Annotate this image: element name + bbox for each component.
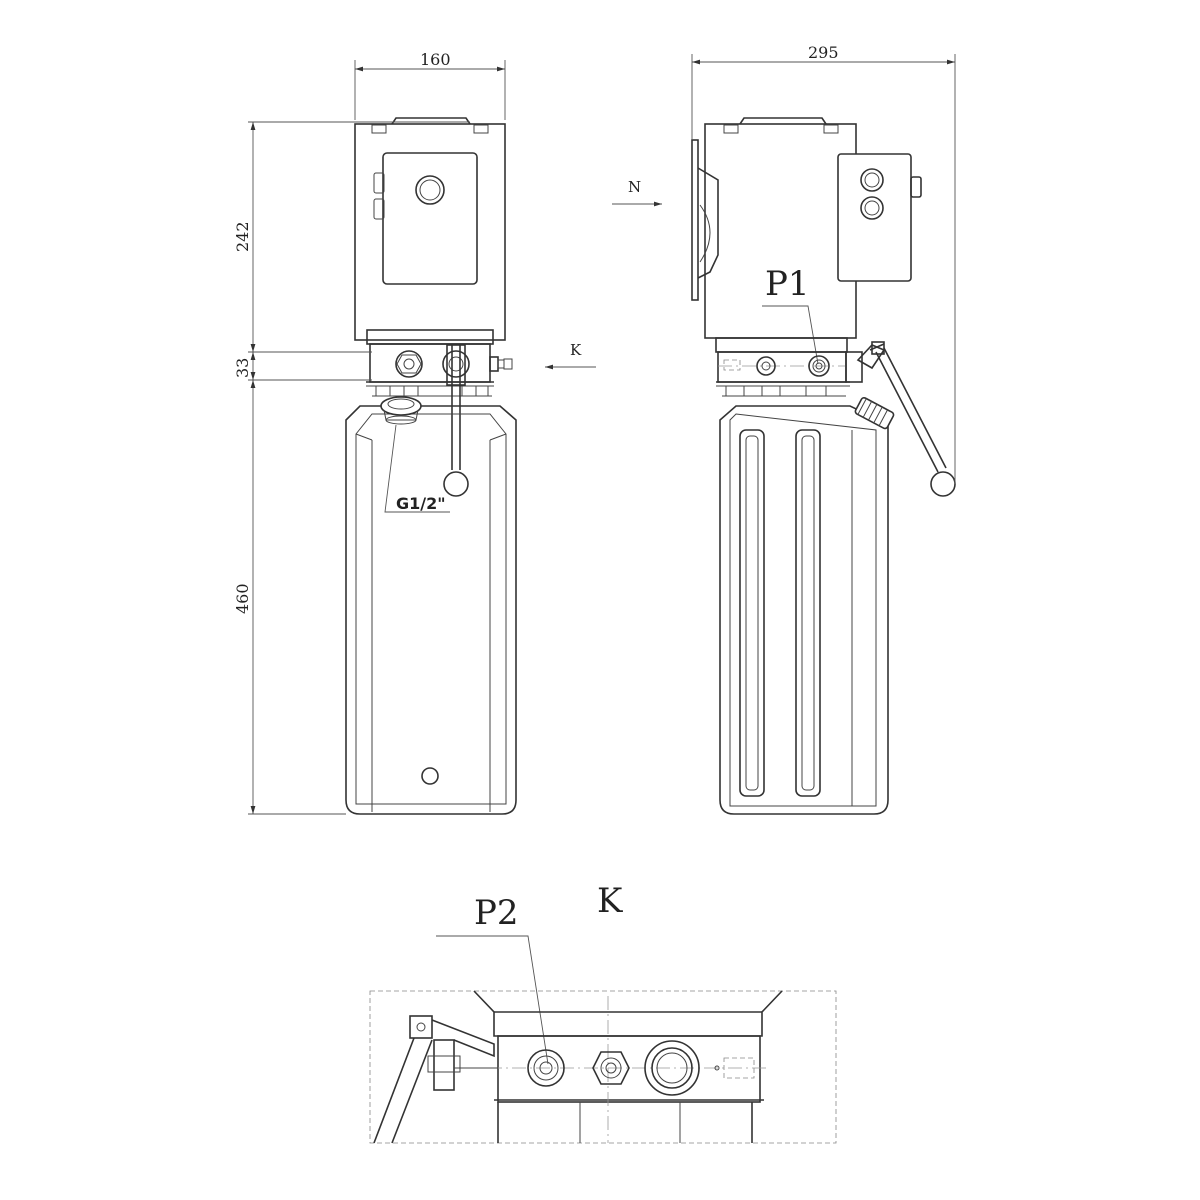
- front-switch-upper: [373, 172, 385, 194]
- side-manifold-block: [716, 351, 850, 397]
- front-side-fitting: [489, 356, 513, 372]
- front-control-button: [415, 175, 445, 205]
- view-k-manifold: [497, 1035, 761, 1103]
- port-p1-leader: [762, 305, 819, 365]
- dimension-width-front: 160: [354, 50, 506, 120]
- side-port-p1: [808, 355, 830, 377]
- front-motor-top-cap: [391, 117, 471, 125]
- port-p2-leader: [436, 935, 549, 1065]
- view-k-arrow-label: K: [570, 341, 582, 359]
- view-k-fitting: [592, 1051, 630, 1085]
- dimension-width-side-label: 295: [808, 43, 839, 62]
- front-motor-housing: [354, 123, 506, 341]
- dimension-heights: 242 33 460: [233, 121, 470, 815]
- front-switch-lower: [373, 198, 385, 220]
- front-port-fitting-right: [442, 350, 470, 378]
- side-hand-lever: [845, 341, 956, 497]
- front-manifold-teeth: [372, 386, 492, 397]
- thread-callout-label: G1/2": [396, 494, 446, 513]
- front-oil-tank: [345, 405, 517, 815]
- front-hand-lever: [443, 344, 469, 497]
- dimension-width-front-label: 160: [420, 50, 451, 69]
- view-k-lever: [373, 1015, 498, 1144]
- view-k-title: K: [597, 881, 623, 921]
- view-k-plug: [714, 1057, 755, 1079]
- dimension-height-motor-label: 242: [233, 221, 252, 252]
- thread-callout-leader: [384, 424, 450, 513]
- view-k-frame: [369, 990, 837, 1144]
- side-control-box: [837, 153, 922, 282]
- view-n-arrow-label: N: [628, 178, 641, 196]
- port-p2-label: P2: [474, 893, 519, 933]
- view-k-port-p2: [527, 1049, 565, 1087]
- front-manifold-block: [369, 343, 491, 383]
- front-motor-neck: [366, 329, 494, 345]
- side-view: N P1: [612, 43, 956, 815]
- view-k-detail: K P2: [369, 881, 837, 1144]
- front-filler-cap: [380, 396, 422, 425]
- port-p1-label: P1: [765, 264, 810, 304]
- front-drain-plug: [421, 767, 439, 785]
- front-control-panel: [382, 152, 478, 285]
- side-filler-cap: [854, 396, 895, 430]
- front-view: G1/2" K 160 242 33 460: [233, 50, 596, 815]
- view-k-large-port: [644, 1040, 700, 1096]
- dimension-height-tank-label: 460: [233, 583, 252, 614]
- dimension-width-side: 295: [691, 43, 956, 484]
- dimension-height-block-label: 33: [233, 358, 252, 378]
- front-lifting-lug-right: [473, 124, 489, 134]
- side-oil-tank: [719, 405, 889, 815]
- side-mounting-bracket: [691, 139, 719, 301]
- front-port-fitting-left: [395, 350, 423, 378]
- front-lifting-lug-left: [371, 124, 387, 134]
